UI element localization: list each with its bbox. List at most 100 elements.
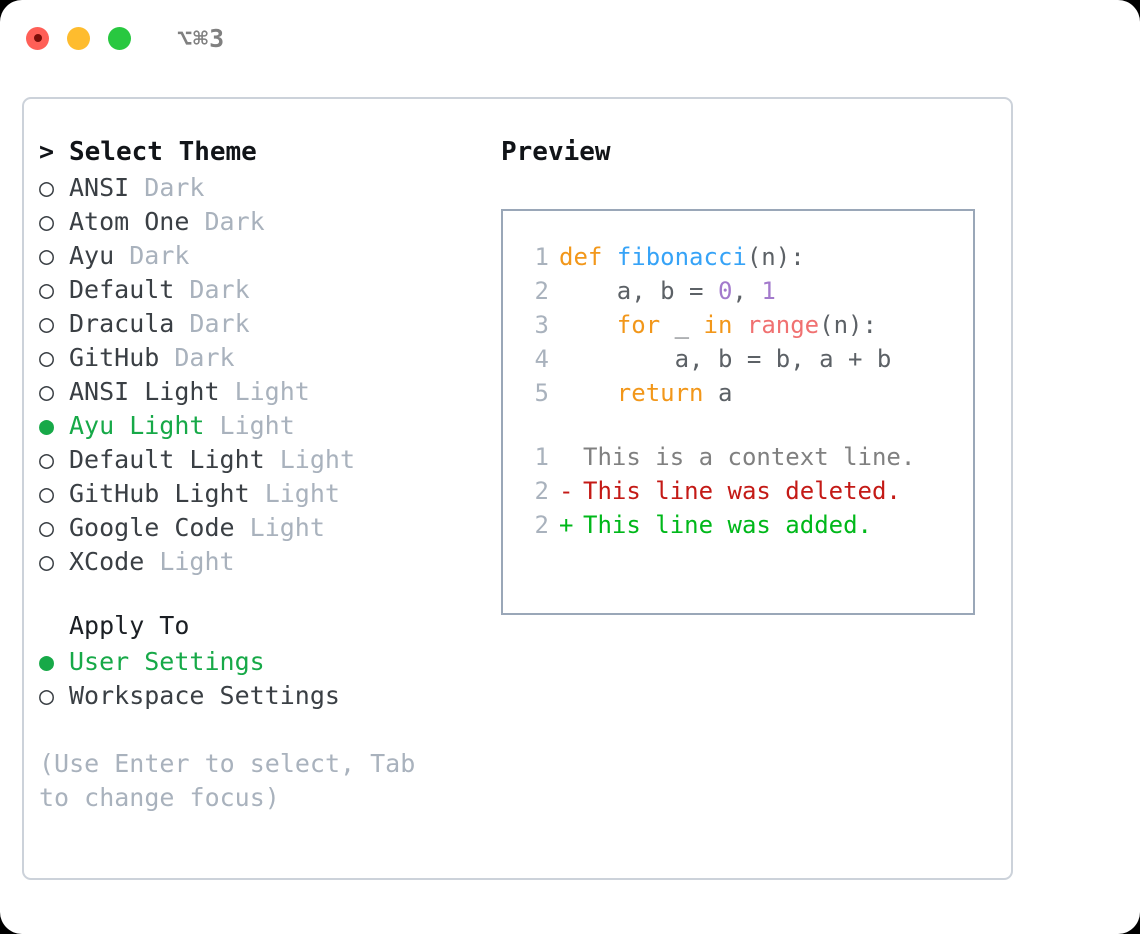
- theme-variant: Light: [264, 479, 340, 508]
- radio-unselected-icon: ○: [39, 309, 55, 338]
- diff-text: This line was deleted.: [583, 477, 901, 505]
- code-token: 1: [761, 277, 776, 305]
- line-number: 5: [534, 379, 549, 407]
- keyboard-hint-text: (Use Enter to select, Tab to change focu…: [39, 749, 431, 812]
- code-token: range: [746, 311, 820, 339]
- maximize-button[interactable]: [108, 26, 131, 50]
- close-button[interactable]: [26, 26, 49, 50]
- theme-item-ansi[interactable]: ○ ANSI Dark: [39, 173, 479, 207]
- apply-to-item-workspace-settings[interactable]: ○ Workspace Settings: [39, 681, 479, 715]
- radio-unselected-icon: ○: [39, 173, 55, 202]
- theme-variant: Light: [219, 411, 295, 440]
- theme-name: Ayu: [69, 241, 115, 270]
- line-number: 2: [534, 277, 549, 305]
- keyboard-shortcut-label: ⌥⌘3: [177, 23, 226, 53]
- radio-unselected-icon: ○: [39, 547, 55, 576]
- theme-item-google-code[interactable]: ○Google Code Light: [39, 513, 479, 547]
- theme-variant: Dark: [189, 275, 250, 304]
- theme-name: GitHub: [69, 343, 160, 372]
- theme-variant: Light: [234, 377, 310, 406]
- radio-unselected-icon: ○: [39, 241, 55, 270]
- prompt-caret-icon: >: [39, 137, 55, 166]
- diff-marker: -: [559, 477, 574, 505]
- line-number: 2: [534, 511, 549, 539]
- line-number: 4: [534, 345, 549, 373]
- code-token: def: [559, 243, 603, 271]
- line-number: 2: [534, 477, 549, 505]
- theme-variant: Light: [279, 445, 355, 474]
- close-icon: [33, 34, 42, 42]
- diff-text: This line was added.: [583, 511, 872, 539]
- theme-name: GitHub Light: [69, 479, 250, 508]
- line-number: 1: [534, 443, 549, 471]
- code-token: [559, 379, 617, 407]
- section-spacer: [39, 581, 479, 611]
- radio-unselected-icon: ○: [39, 681, 55, 710]
- code-token: (n):: [746, 243, 805, 271]
- theme-name: Atom One: [69, 207, 190, 236]
- code-token: 0: [717, 277, 733, 305]
- code-token: _: [660, 311, 704, 339]
- code-line: 2 a, b = 0, 1: [519, 277, 973, 311]
- traffic-lights: [26, 26, 131, 50]
- diff-line-added: 2 + This line was added.: [519, 511, 973, 545]
- theme-item-ansi-light[interactable]: ○ANSI Light Light: [39, 377, 479, 411]
- diff-line-deleted: 2-This line was deleted.: [519, 477, 973, 511]
- theme-variant: Dark: [129, 241, 190, 270]
- radio-unselected-icon: ○: [39, 207, 55, 236]
- line-number: 3: [534, 311, 549, 339]
- theme-item-ayu-light[interactable]: ●Ayu Light Light: [39, 411, 479, 445]
- theme-item-default[interactable]: ○ Default Dark: [39, 275, 479, 309]
- select-theme-header: > Select Theme: [39, 137, 479, 173]
- theme-item-ayu[interactable]: ○ Ayu Dark: [39, 241, 479, 275]
- code-token: in: [703, 311, 733, 339]
- code-token: [559, 311, 617, 339]
- apply-to-item-user-settings[interactable]: ● User Settings: [39, 647, 479, 681]
- code-token: [732, 311, 746, 339]
- theme-item-github-light[interactable]: ○ GitHub Light Light: [39, 479, 479, 513]
- theme-name: Ayu Light: [69, 411, 205, 440]
- radio-unselected-icon: ○: [39, 275, 55, 304]
- code-line: 4 a, b = b, a + b: [519, 345, 973, 379]
- theme-name: Dracula: [69, 309, 175, 338]
- radio-unselected-icon: ○: [39, 445, 55, 474]
- theme-item-atom-one[interactable]: ○ Atom One Dark: [39, 207, 479, 241]
- diff-text: This is a context line.: [583, 443, 916, 471]
- theme-item-xcode[interactable]: ○XCode Light: [39, 547, 479, 581]
- code-token: a: [703, 379, 733, 407]
- theme-name: Default Light: [69, 445, 265, 474]
- apply-to-option-label: Workspace Settings: [69, 681, 340, 710]
- code-token: [602, 243, 616, 271]
- code-token: fibonacci: [616, 243, 747, 271]
- theme-variant: Dark: [204, 207, 265, 236]
- code-line: 3 for _ in range(n):: [519, 311, 973, 345]
- theme-item-default-light[interactable]: ○ Default Light Light: [39, 445, 479, 479]
- preview-title: Preview: [501, 137, 611, 167]
- diff-marker: +: [559, 511, 574, 539]
- theme-name: Default: [69, 275, 175, 304]
- theme-name: ANSI Light: [69, 377, 220, 406]
- apply-to-label: Apply To: [69, 611, 190, 640]
- radio-unselected-icon: ○: [39, 479, 55, 508]
- theme-name: ANSI: [69, 173, 130, 202]
- diff-marker: [559, 443, 583, 471]
- code-token: (n):: [819, 311, 877, 339]
- minimize-button[interactable]: [67, 26, 90, 50]
- radio-selected-icon: ●: [39, 647, 55, 676]
- theme-variant: Dark: [189, 309, 250, 338]
- apply-to-header: Apply To: [39, 611, 479, 647]
- apply-to-option-label: User Settings: [69, 647, 265, 676]
- theme-item-github[interactable]: ○GitHub Dark: [39, 343, 479, 377]
- code-line: 5 return a: [519, 379, 973, 413]
- theme-variant: Dark: [144, 173, 205, 202]
- diff-spacer: [519, 413, 973, 443]
- select-theme-label: Select Theme: [69, 137, 257, 167]
- code-token: a, b = b, a + b: [559, 345, 892, 373]
- theme-item-dracula[interactable]: ○ Dracula Dark: [39, 309, 479, 343]
- code-token: a, b =: [559, 277, 718, 305]
- code-token: return: [616, 379, 704, 407]
- theme-variant: Light: [159, 547, 235, 576]
